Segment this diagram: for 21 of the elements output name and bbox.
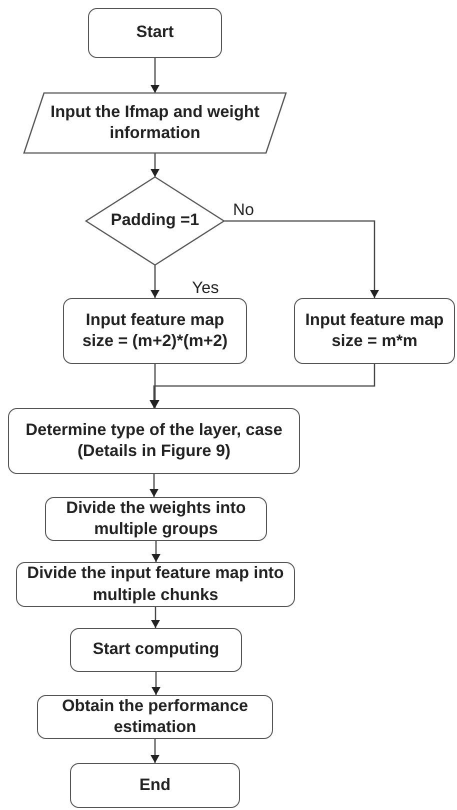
arrow bbox=[150, 739, 160, 763]
arrow bbox=[152, 672, 160, 695]
arrow bbox=[150, 474, 158, 497]
process-box: Start computing bbox=[70, 628, 242, 672]
arrow bbox=[151, 607, 160, 628]
process-box: Divide the input feature map into multiple chunks bbox=[16, 562, 295, 607]
process-box: Divide the weights into multiple groups bbox=[45, 497, 267, 541]
process-box: Start bbox=[88, 8, 222, 58]
arrow bbox=[224, 220, 379, 298]
arrow bbox=[150, 153, 160, 177]
arrow bbox=[150, 265, 160, 298]
decision-diamond: Padding =1 bbox=[86, 177, 224, 265]
arrow bbox=[150, 364, 376, 408]
arrow bbox=[150, 58, 160, 93]
process-box: End bbox=[70, 763, 240, 808]
process-box: Determine type of the layer, case (Details in Figure 9) bbox=[8, 408, 300, 474]
arrow bbox=[152, 541, 160, 562]
process-box: Input feature map size = (m+2)*(m+2) bbox=[63, 298, 247, 364]
process-box: Input feature map size = m*m bbox=[294, 298, 455, 364]
process-box: Obtain the performance estimation bbox=[37, 695, 273, 739]
input-parallelogram: Input the Ifmap and weight information bbox=[24, 93, 286, 153]
